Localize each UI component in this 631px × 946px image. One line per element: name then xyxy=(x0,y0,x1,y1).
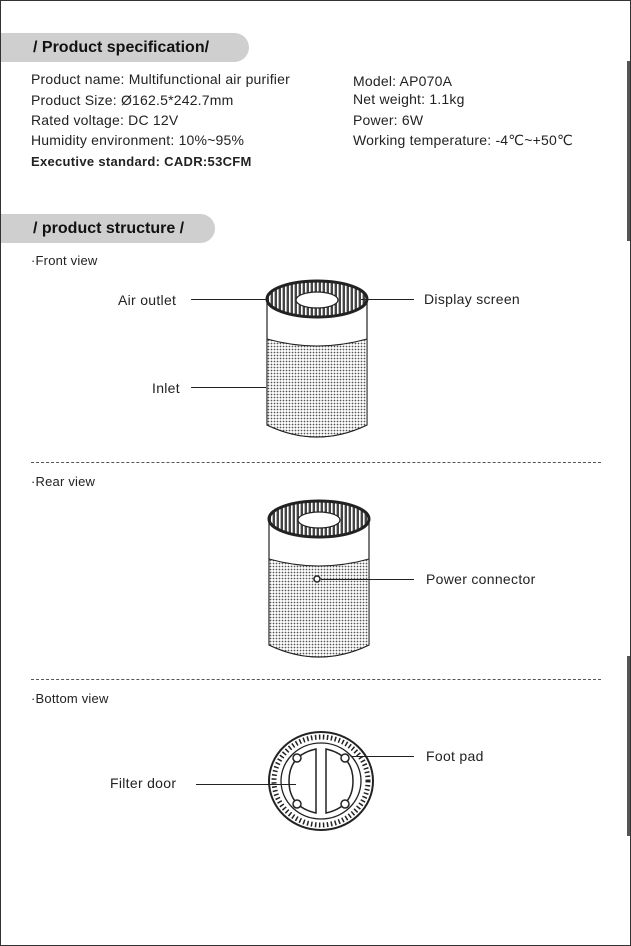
foot-pad-leader-line xyxy=(351,756,414,757)
page-edge-mark xyxy=(627,656,630,836)
spec-executive-standard: Executive standard: CADR:53CFM xyxy=(31,154,252,169)
power-connector-leader-line xyxy=(321,579,414,580)
spec-product-name: Product name: Multifunctional air purifi… xyxy=(31,71,290,87)
inlet-label: Inlet xyxy=(152,380,180,396)
front-purifier-illustration xyxy=(265,279,369,438)
page-edge-mark xyxy=(627,61,630,241)
section-divider xyxy=(31,462,601,463)
bottom-view-label: ·Bottom view xyxy=(31,691,109,706)
spec-rated-voltage: Rated voltage: DC 12V xyxy=(31,112,179,128)
power-connector-label: Power connector xyxy=(426,571,536,587)
spec-power: Power: 6W xyxy=(353,112,424,128)
spec-net-weight: Net weight: 1.1kg xyxy=(353,91,465,107)
spec-heading: / Product specification/ xyxy=(1,33,249,62)
air-outlet-leader-line xyxy=(191,299,266,300)
structure-heading: / product structure / xyxy=(1,214,215,243)
spec-working-temperature: Working temperature: -4℃~+50℃ xyxy=(353,132,573,148)
display-screen-leader-line xyxy=(361,299,414,300)
spec-model: Model: AP070A xyxy=(353,73,453,89)
section-divider xyxy=(31,679,601,680)
rear-purifier-illustration xyxy=(267,499,371,658)
rear-view-label: ·Rear view xyxy=(31,474,96,489)
front-view-label: ·Front view xyxy=(31,253,98,268)
air-outlet-label: Air outlet xyxy=(118,292,177,308)
spec-humidity: Humidity environment: 10%~95% xyxy=(31,132,245,148)
display-screen-label: Display screen xyxy=(424,291,521,307)
bottom-purifier-illustration xyxy=(268,731,374,831)
inlet-leader-line xyxy=(191,387,266,388)
filter-door-leader-line xyxy=(196,784,296,785)
spec-product-size: Product Size: Ø162.5*242.7mm xyxy=(31,92,234,108)
foot-pad-label: Foot pad xyxy=(426,748,484,764)
filter-door-label: Filter door xyxy=(110,775,177,791)
